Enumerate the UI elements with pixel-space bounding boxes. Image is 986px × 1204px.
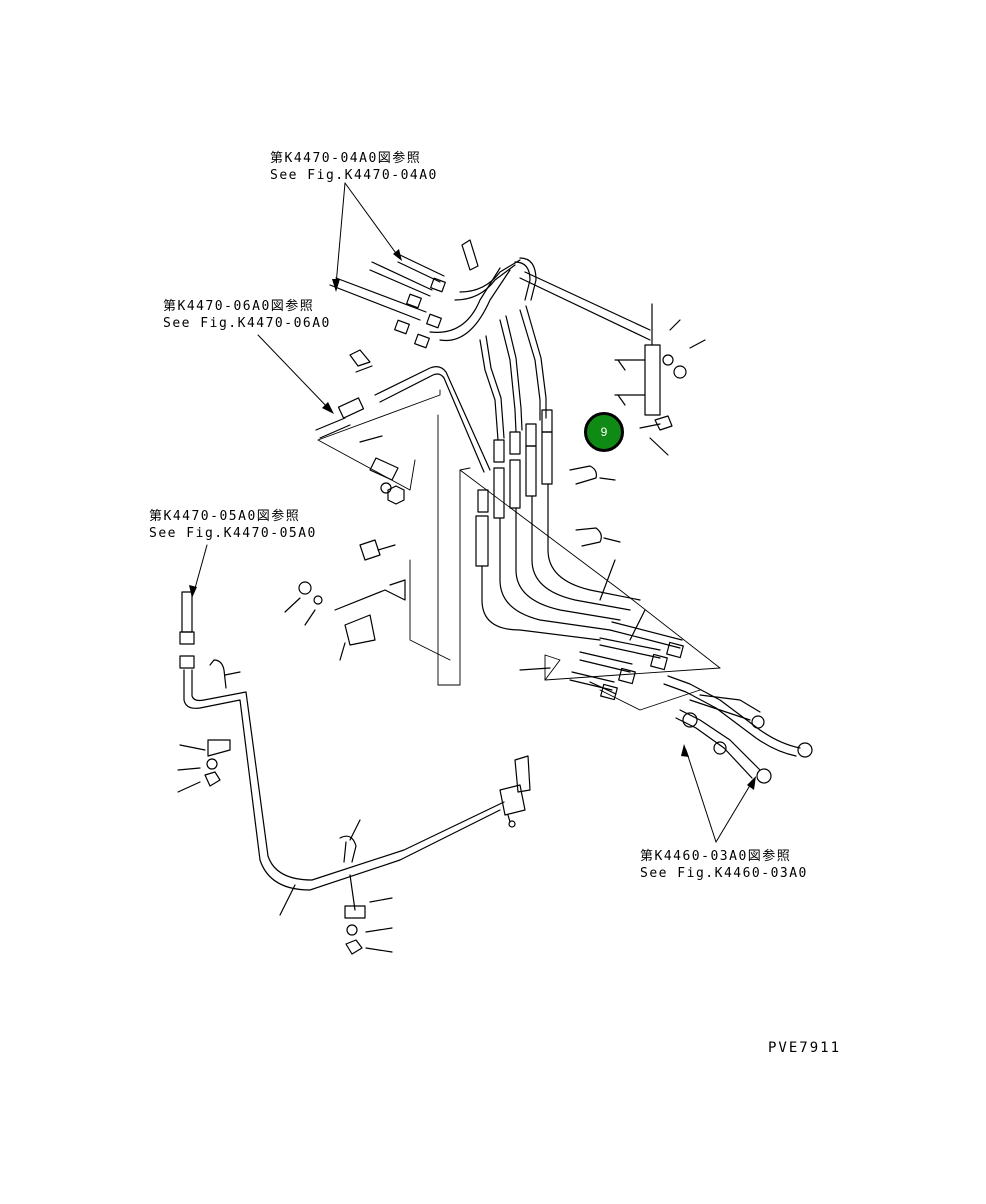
reference-jp-text: 第K4470-04A0図参照 xyxy=(270,151,422,166)
reference-jp-text: 第K4470-06A0図参照 xyxy=(163,299,315,314)
tee-block xyxy=(279,755,531,955)
reference-label-k4470-05a0: 第K4470-05A0図参照 See Fig.K4470-05A0 xyxy=(149,508,317,542)
center-fittings xyxy=(475,409,641,641)
arrowheads xyxy=(189,249,756,790)
assembly-outlines xyxy=(317,389,721,711)
reference-label-k4470-06a0: 第K4470-06A0図参照 See Fig.K4470-06A0 xyxy=(163,298,331,332)
u-bolts-right xyxy=(569,465,621,547)
reference-en-text: See Fig.K4460-03A0 xyxy=(640,866,808,881)
reference-en-text: See Fig.K4470-04A0 xyxy=(270,168,438,183)
part-callout-marker[interactable]: 9 xyxy=(584,412,624,452)
reference-label-k4460-03a0: 第K4460-03A0図参照 See Fig.K4460-03A0 xyxy=(640,848,808,882)
upper-hose-bundle xyxy=(329,239,537,349)
reference-jp-text: 第K4460-03A0図参照 xyxy=(640,849,792,864)
mid-left-tube xyxy=(315,349,491,505)
vertical-pipes xyxy=(479,271,651,441)
reference-leaders xyxy=(193,182,753,843)
reference-jp-text: 第K4470-05A0図参照 xyxy=(149,509,301,524)
reference-en-text: See Fig.K4470-05A0 xyxy=(149,526,317,541)
mid-bracket xyxy=(284,539,406,661)
drawing-code: PVE7911 xyxy=(768,1040,842,1056)
right-bracket xyxy=(614,303,706,456)
lower-right-hoses xyxy=(519,559,813,784)
reference-en-text: See Fig.K4470-06A0 xyxy=(163,316,331,331)
reference-label-k4470-04a0: 第K4470-04A0図参照 See Fig.K4470-04A0 xyxy=(270,150,438,184)
left-long-tube xyxy=(177,591,505,891)
